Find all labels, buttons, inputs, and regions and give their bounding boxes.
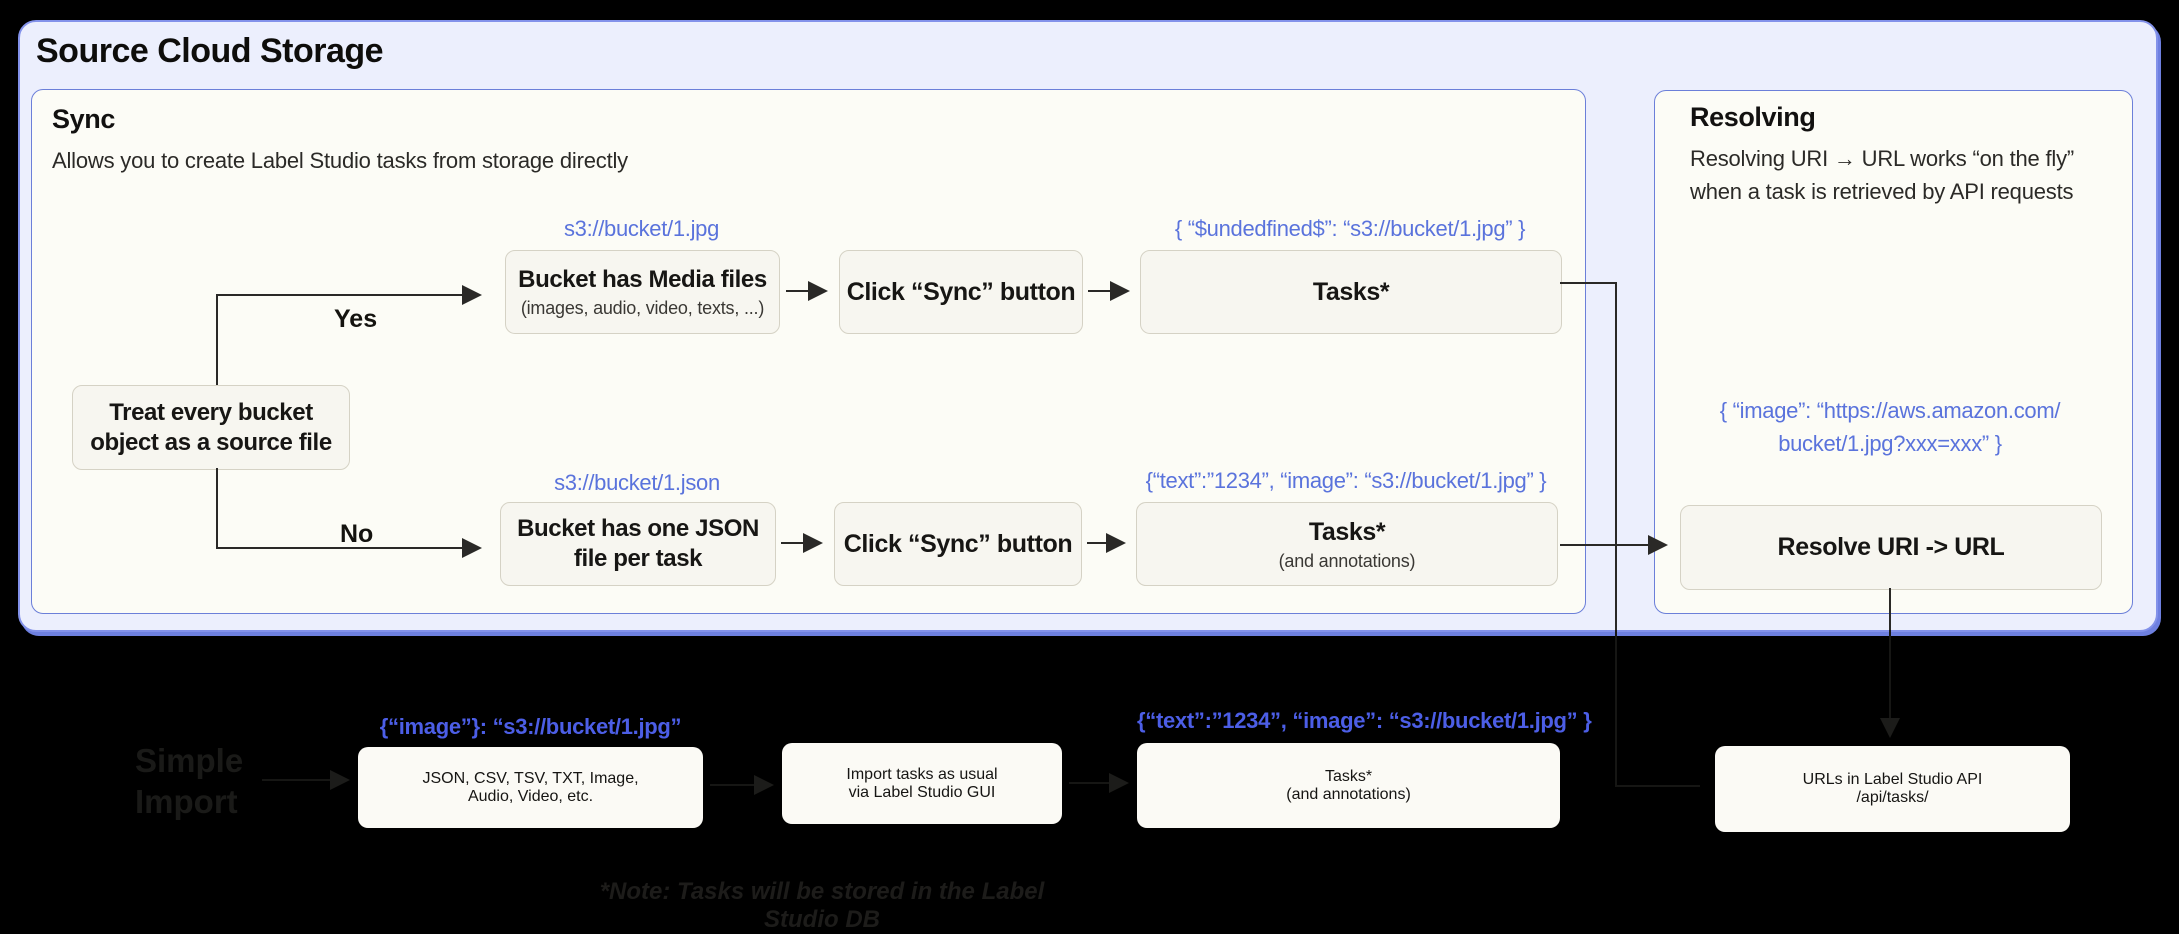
decision-box-line2: object as a source file bbox=[90, 428, 332, 456]
import-tasks-box-title: Tasks* bbox=[1324, 767, 1373, 785]
simple-import-line2: Import bbox=[135, 783, 238, 820]
formats-box-line2: Audio, Video, etc. bbox=[467, 787, 594, 805]
media-files-box-sub: (images, audio, video, texts, ...) bbox=[520, 298, 765, 318]
tasks-json-label-json: {“text”:”1234”, “image”: “s3://bucket/1.… bbox=[1145, 468, 1547, 493]
tasks-box-json-title: Tasks* bbox=[1308, 517, 1386, 546]
import-tasks-box: Tasks* (and annotations) bbox=[1137, 743, 1560, 828]
formats-json-label: {“image”}: “s3://bucket/1.jpg” bbox=[379, 714, 682, 739]
json-file-box-line1: Bucket has one JSON bbox=[517, 515, 759, 542]
sync-button-box-json: Click “Sync” button bbox=[834, 502, 1082, 586]
api-urls-box-title: URLs in Label Studio API bbox=[1802, 771, 1983, 788]
yes-label: Yes bbox=[334, 305, 378, 333]
decision-box: Treat every bucket object as a source fi… bbox=[72, 385, 350, 470]
sync-heading: Sync bbox=[52, 104, 115, 134]
resolving-heading: Resolving bbox=[1690, 102, 1816, 132]
sync-subtitle: Allows you to create Label Studio tasks … bbox=[52, 148, 628, 173]
gui-import-box-line1: Import tasks as usual bbox=[846, 765, 998, 783]
json-file-box: Bucket has one JSON file per task bbox=[500, 502, 776, 586]
page-title: Source Cloud Storage bbox=[36, 32, 384, 70]
formats-box: JSON, CSV, TSV, TXT, Image, Audio, Video… bbox=[358, 747, 703, 828]
resolve-uri-box-label: Resolve URI -> URL bbox=[1777, 533, 2005, 561]
tasks-box-json-sub: (and annotations) bbox=[1278, 550, 1416, 571]
resolve-uri-box: Resolve URI -> URL bbox=[1680, 505, 2102, 590]
api-urls-box-sub: /api/tasks/ bbox=[1856, 789, 1929, 806]
import-tasks-box-sub: (and annotations) bbox=[1286, 785, 1411, 803]
no-label: No bbox=[340, 520, 374, 548]
sync-button-box-media: Click “Sync” button bbox=[839, 250, 1083, 334]
resolving-body-line1: Resolving URI → URL works “on the fly” bbox=[1690, 146, 2075, 171]
decision-box-line1: Treat every bucket bbox=[109, 398, 313, 426]
tasks-box-json: Tasks* (and annotations) bbox=[1136, 502, 1558, 586]
resolved-json-line2: bucket/1.jpg?xxx=xxx” } bbox=[1778, 431, 2002, 456]
gui-import-box: Import tasks as usual via Label Studio G… bbox=[782, 743, 1062, 824]
resolved-json-line1: { “image”: “https://aws.amazon.com/ bbox=[1719, 398, 2061, 423]
tasks-box-media: Tasks* bbox=[1140, 250, 1562, 334]
simple-import-heading: Simple Import bbox=[135, 740, 243, 822]
resolving-body-line2: when a task is retrieved by API requests bbox=[1690, 179, 2074, 204]
api-urls-box: URLs in Label Studio API /api/tasks/ bbox=[1715, 746, 2070, 832]
tasks-json-label-media: { “$undedfined$”: “s3://bucket/1.jpg” } bbox=[1174, 216, 1526, 241]
uri-label-json: s3://bucket/1.json bbox=[554, 470, 720, 495]
diagram-canvas: { "title": "Source Cloud Storage", "colo… bbox=[18, 20, 2158, 933]
formats-box-line1: JSON, CSV, TSV, TXT, Image, bbox=[422, 769, 639, 787]
note-text: *Note: Tasks will be stored in the Label… bbox=[599, 878, 1045, 933]
tasks-down-connector-hidden bbox=[1615, 630, 1700, 787]
simple-import-line1: Simple bbox=[135, 742, 244, 779]
uri-label-media: s3://bucket/1.jpg bbox=[563, 216, 720, 241]
gui-import-box-line2: via Label Studio GUI bbox=[848, 783, 996, 801]
import-tasks-json-label: {“text”:”1234”, “image”: “s3://bucket/1.… bbox=[1137, 708, 1592, 733]
sync-button-box-json-label: Click “Sync” button bbox=[843, 529, 1073, 558]
tasks-box-media-title: Tasks* bbox=[1312, 277, 1390, 306]
media-files-box-title: Bucket has Media files bbox=[518, 266, 767, 293]
json-file-box-line2: file per task bbox=[573, 545, 703, 572]
sync-button-box-media-label: Click “Sync” button bbox=[846, 277, 1076, 306]
media-files-box: Bucket has Media files (images, audio, v… bbox=[505, 250, 780, 334]
